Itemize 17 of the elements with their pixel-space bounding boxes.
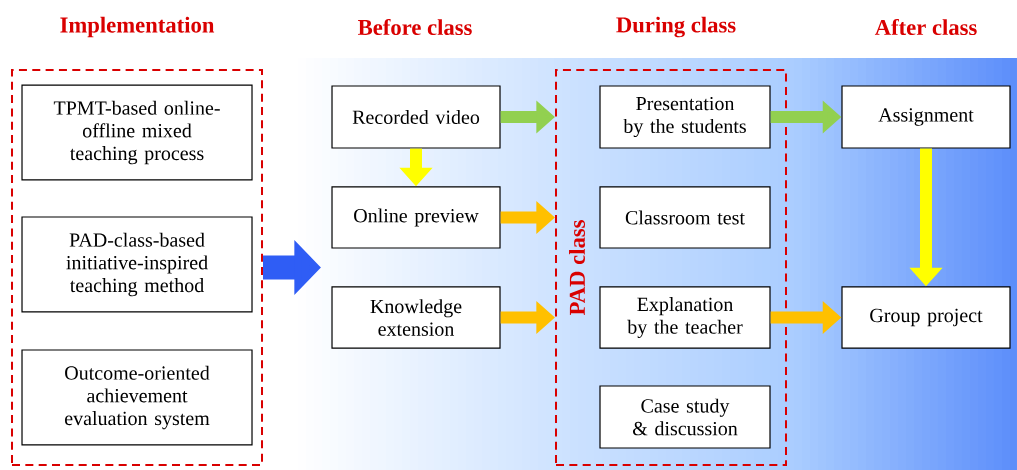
process-box: Classroom test: [599, 186, 771, 249]
process-box: Knowledge extension: [331, 286, 501, 349]
process-box: Outcome-oriented achievement evaluation system: [21, 349, 253, 446]
column-heading: Before class: [358, 18, 472, 36]
dashed-group-box: [11, 69, 263, 466]
process-box: Case study & discussion: [599, 385, 771, 449]
process-box: TPMT-based online-offline mixed teaching process: [21, 84, 253, 181]
process-box: Online preview: [331, 186, 501, 249]
process-box: Assignment: [841, 85, 1011, 149]
column-heading: After class: [874, 18, 977, 36]
process-box: Group project: [841, 286, 1011, 349]
column-heading: Implementation: [60, 16, 215, 38]
column-heading: During class: [616, 16, 736, 38]
process-box: Presentation by the students: [599, 85, 771, 149]
process-box: Recorded video: [331, 85, 501, 149]
process-box: PAD-class-based initiative-inspired teaching method: [21, 216, 253, 313]
process-box: Explanation by the teacher: [599, 286, 771, 349]
